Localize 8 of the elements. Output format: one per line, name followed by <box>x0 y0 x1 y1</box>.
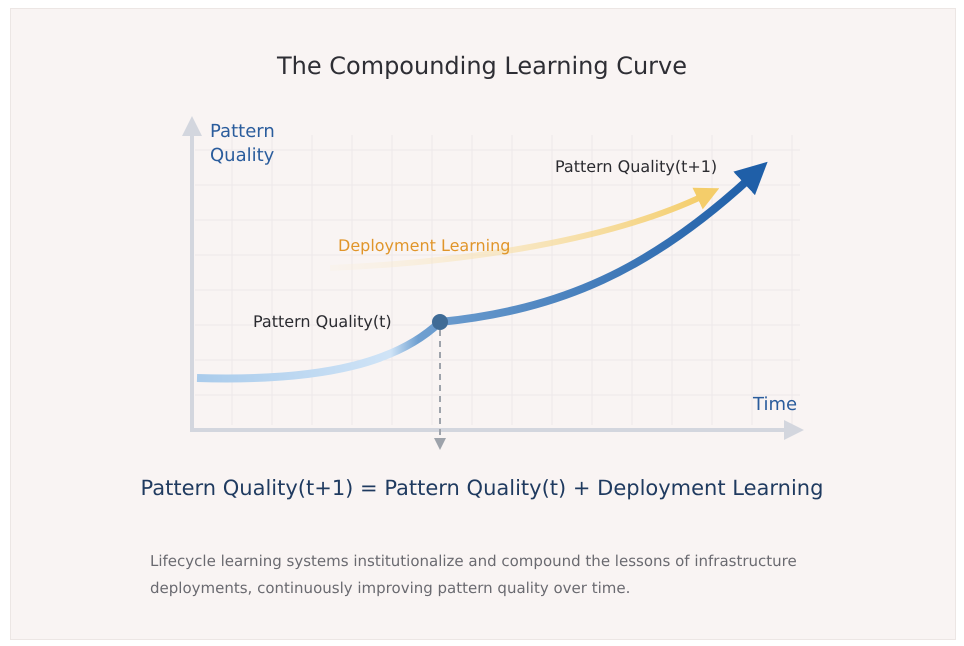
point-label: Pattern Quality(t) <box>253 312 392 331</box>
curve-label: Deployment Learning <box>338 236 510 255</box>
caption: Lifecycle learning systems institutionalize and compound the lessons of infrastructure deployments, continuously improving pattern quality over time. <box>150 551 798 599</box>
formula: Pattern Quality(t+1) = Pattern Quality(t) + Deployment Learning <box>140 476 824 500</box>
title: The Compounding Learning Curve <box>276 52 688 80</box>
axis-label: Time <box>753 394 798 415</box>
point-label: Pattern Quality(t+1) <box>555 157 718 176</box>
axis-label: Pattern Quality <box>210 120 276 168</box>
